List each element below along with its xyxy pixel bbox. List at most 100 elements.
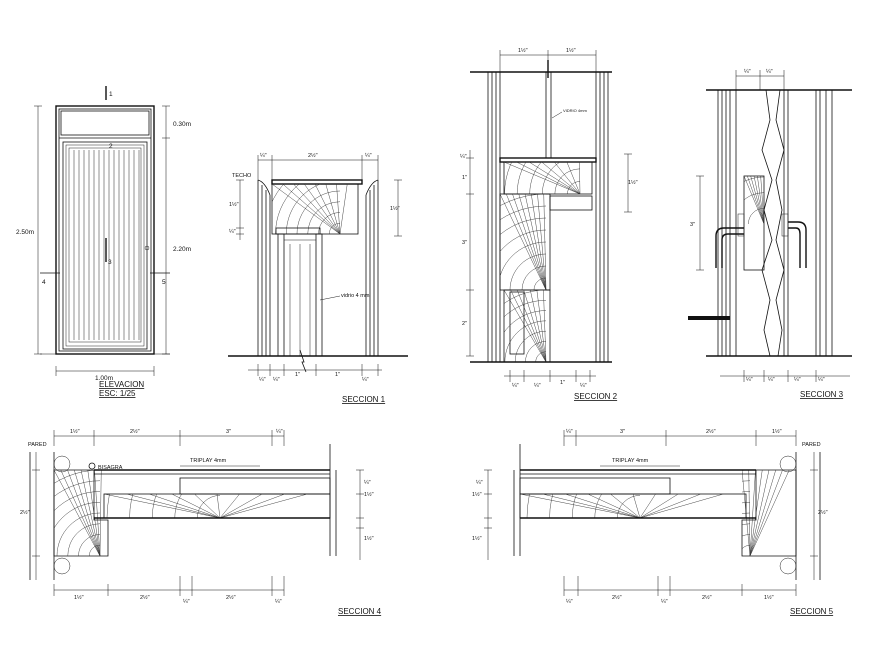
wood-grain xyxy=(579,162,581,194)
s5-dim-left-3: 1½" xyxy=(472,535,482,542)
wood-grain xyxy=(414,292,640,518)
s2-dim-top-right: 1½" xyxy=(566,47,576,54)
s2-dim-left-2: 2" xyxy=(462,321,467,327)
wood-grain xyxy=(744,176,764,225)
s5-dim-left-2: 1½" xyxy=(472,491,482,498)
wood-grain xyxy=(554,162,581,194)
wood-grain xyxy=(339,184,348,234)
s4-dim-top-1: 1½" xyxy=(70,428,80,435)
wood-grain xyxy=(749,470,756,556)
section-5-view: PARED TRIPLAY 4mm ¼" 3" 2½" 1½" 2½" ¼" 1… xyxy=(414,292,834,616)
wood-grain xyxy=(748,470,751,556)
wood-grain xyxy=(509,253,547,290)
wood-grain xyxy=(504,162,581,194)
wood-grain xyxy=(520,494,641,518)
wood-grain xyxy=(516,290,547,362)
wood-grain xyxy=(129,494,134,518)
wood-grain xyxy=(744,192,764,201)
wood-grain xyxy=(506,194,547,290)
wood-grain xyxy=(219,494,240,518)
wood-grain xyxy=(742,512,751,515)
cut-marker-2: 2 xyxy=(109,143,113,150)
wood-grain xyxy=(639,494,656,518)
wood-grain xyxy=(504,162,513,194)
s3-dim-bottom-4: ¼" xyxy=(818,377,825,383)
wood-grain xyxy=(54,470,101,556)
section-3-view: ¼" ¼" 3" ¼" ¼" ¼" ¼" SECCION 3 xyxy=(670,69,852,399)
wood-grain xyxy=(749,470,783,556)
wood-grain xyxy=(670,130,764,224)
wood-grain xyxy=(500,194,547,207)
section-2-title: SECCION 2 xyxy=(574,392,618,401)
s5-dim-bottom-5: 1½" xyxy=(764,594,774,601)
section-4-title: SECCION 4 xyxy=(338,607,382,616)
wood-grain xyxy=(504,310,547,333)
wood-grain xyxy=(216,494,221,518)
wood-grain xyxy=(39,337,220,518)
wood-grain xyxy=(54,502,101,529)
wood-grain xyxy=(533,277,547,290)
wood-grain xyxy=(500,194,547,290)
wood-grain xyxy=(749,470,763,556)
wood-grain xyxy=(543,290,547,362)
cut-marker-3: 3 xyxy=(108,259,112,266)
s2-dim-top-left: 1½" xyxy=(518,47,528,54)
wood-grain xyxy=(524,194,547,290)
elevation-total-height: 2.50m xyxy=(16,229,34,236)
s3-dim-bottom-3: ¼" xyxy=(794,377,801,383)
s3-dim-bottom-2: ¼" xyxy=(768,377,775,383)
wood-grain xyxy=(526,494,530,518)
wood-grain xyxy=(492,106,580,194)
wood-grain xyxy=(197,495,221,518)
wood-grain xyxy=(749,470,790,556)
wood-grain xyxy=(554,168,581,194)
wood-grain xyxy=(500,241,547,278)
wood-grain xyxy=(512,194,547,290)
s4-triplay-label: TRIPLAY 4mm xyxy=(190,458,227,464)
wood-grain xyxy=(325,184,341,234)
s4-dim-bottom-1: 1½" xyxy=(74,594,84,601)
wood-grain xyxy=(174,494,183,518)
wood-grain xyxy=(686,146,764,224)
wood-grain xyxy=(106,494,110,518)
s4-dim-bottom-5: ¼" xyxy=(275,599,282,605)
wood-grain xyxy=(567,181,581,194)
s5-dim-right: 2½" xyxy=(818,509,828,516)
wood-grain xyxy=(610,494,641,518)
s1-dim-bottom-4: 1" xyxy=(335,372,340,378)
wood-grain xyxy=(254,148,340,234)
wood-grain xyxy=(286,184,322,234)
s2-dim-left-3: 3" xyxy=(462,240,467,246)
wood-grain xyxy=(504,290,547,362)
wood-grain xyxy=(67,470,101,556)
wood-grain xyxy=(296,190,341,234)
wood-grain xyxy=(56,512,101,556)
wood-grain xyxy=(750,176,764,225)
s4-dim-bottom-3: ¼" xyxy=(183,599,190,605)
wood-grain xyxy=(742,545,751,550)
s4-dim-top-2: 2½" xyxy=(130,428,140,435)
s4-dim-bottom-4: 2½" xyxy=(226,594,236,601)
wood-grain xyxy=(749,470,776,556)
elevation-scale: ESC: 1/25 xyxy=(99,389,136,398)
wood-grain xyxy=(89,545,101,556)
wood-grain xyxy=(94,470,101,556)
wood-grain xyxy=(529,162,581,194)
wood-grain xyxy=(537,194,547,290)
s3-dim-top-left: ¼" xyxy=(744,69,751,75)
wood-grain xyxy=(504,320,547,362)
s1-dim-top-right: ¼" xyxy=(365,153,372,159)
wood-grain xyxy=(60,470,101,556)
wood-grain xyxy=(293,184,341,234)
wood-grain xyxy=(275,184,300,234)
wood-grain xyxy=(459,337,640,518)
s5-triplay-label: TRIPLAY 4mm xyxy=(612,458,649,464)
elevation-view: 1 2 3 4 5 2.50m 0.30m 2.20m 1.00m ELEVAC… xyxy=(16,86,191,398)
wood-grain xyxy=(587,494,641,518)
wood-grain xyxy=(314,184,341,234)
wood-grain xyxy=(304,184,341,234)
wood-grain xyxy=(80,470,101,556)
wood-grain xyxy=(523,290,547,362)
wood-grain xyxy=(149,494,221,518)
wood-grain xyxy=(194,494,221,518)
